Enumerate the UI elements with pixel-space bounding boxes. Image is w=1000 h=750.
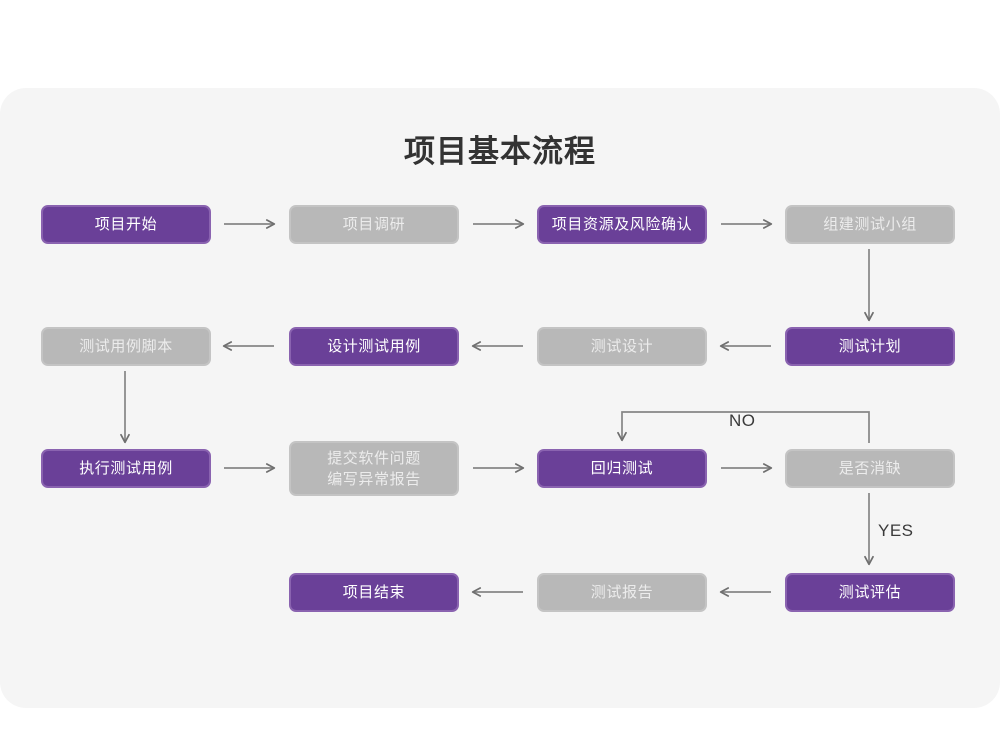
node-design-test-case[interactable]: 设计测试用例 [289,327,459,366]
node-regression-test[interactable]: 回归测试 [537,449,707,488]
node-test-report[interactable]: 测试报告 [537,573,707,612]
node-project-end[interactable]: 项目结束 [289,573,459,612]
edge-label-yes: YES [878,521,914,540]
flowchart-card [0,88,1000,708]
node-test-design[interactable]: 测试设计 [537,327,707,366]
node-test-case-script[interactable]: 测试用例脚本 [41,327,211,366]
node-form-test-team[interactable]: 组建测试小组 [785,205,955,244]
node-submit-issue-write-report[interactable]: 提交软件问题 编写异常报告 [289,441,459,496]
node-test-evaluation[interactable]: 测试评估 [785,573,955,612]
page-title: 项目基本流程 [404,134,596,169]
node-defect-cleared-decision[interactable]: 是否消缺 [785,449,955,488]
node-project-research[interactable]: 项目调研 [289,205,459,244]
node-test-plan[interactable]: 测试计划 [785,327,955,366]
node-project-start[interactable]: 项目开始 [41,205,211,244]
edge-label-no: NO [729,411,756,430]
node-resource-risk-confirm[interactable]: 项目资源及风险确认 [537,205,707,244]
node-execute-test-case[interactable]: 执行测试用例 [41,449,211,488]
